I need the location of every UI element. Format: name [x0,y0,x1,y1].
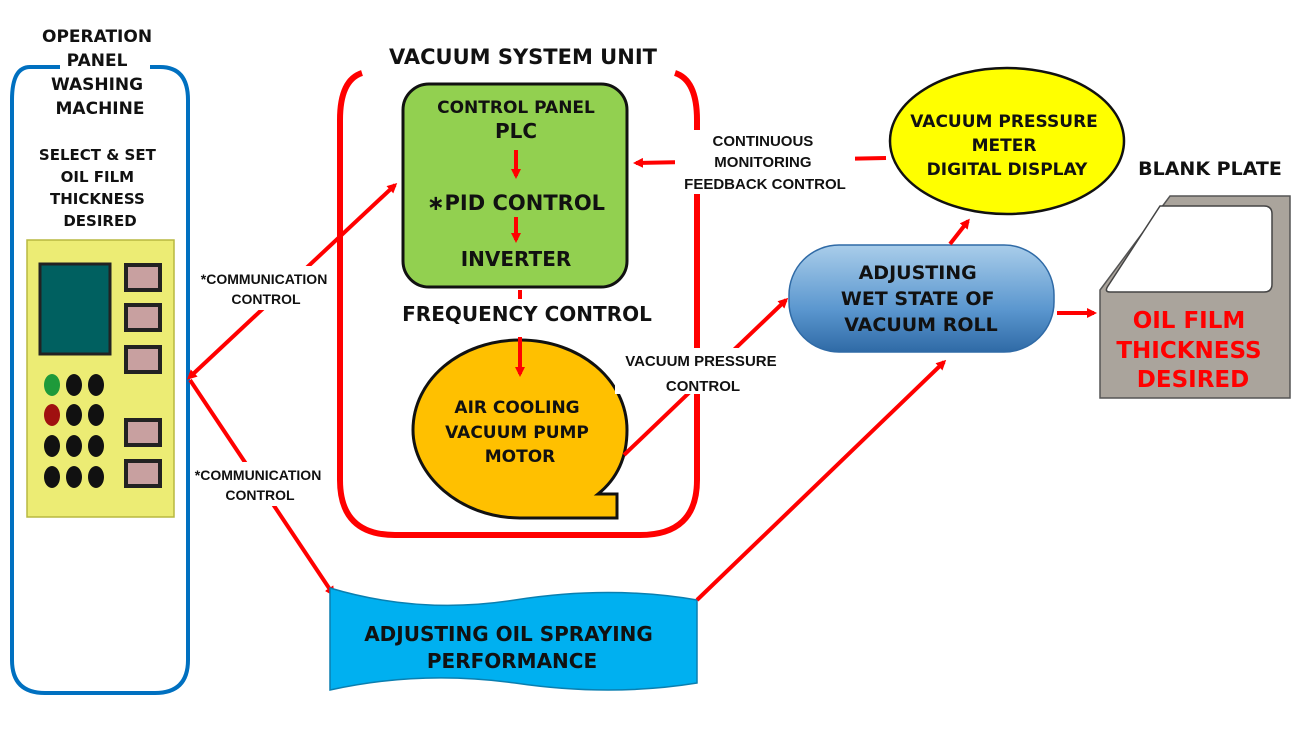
control-box-illustration [26,239,175,518]
svg-text:VACUUM PRESSURE CONTROL: VACUUM PRESSURE CONTROL [625,353,781,395]
comm-bottom-line2: CONTROL [225,487,295,503]
inverter-label: INVERTER [461,247,572,271]
panel-instruction-line1: SELECT & SET [39,146,157,164]
meter-line1: VACUUM PRESSURE [910,112,1097,132]
roll-to-meter-arrow [948,218,970,246]
vacuum-pump-shape [411,338,629,520]
roll-line1: ADJUSTING [859,262,977,284]
blank-plate-title: BLANK PLATE [1138,158,1282,180]
internal-arrows [511,150,525,377]
panel-instruction-line4: DESIRED [63,212,136,230]
spraying-line2: PERFORMANCE [427,649,597,673]
pressure-meter-ellipse [888,66,1126,216]
panel-buttons [44,374,104,488]
svg-text:OPERATION PANEL WA: OPERATION PANEL WASHING MACHINE [42,27,158,119]
vacuum-unit-title: VACUUM SYSTEM UNIT [389,45,658,69]
control-panel-title: CONTROL PANEL [437,98,595,118]
comm-top-line1: *COMMUNICATION [201,271,328,287]
spray-to-roll-arrow [695,359,947,602]
pressure-control-line1: VACUUM PRESSURE [625,353,776,370]
svg-text:*COMMUNICATION CONTROL: *COMMUNICATION CONTROL [201,271,331,307]
monitoring-line2: MONITORING [714,154,811,171]
comm-bottom-line1: *COMMUNICATION [195,467,322,483]
spraying-banner [329,586,698,691]
blank-plate-window [1105,205,1273,293]
vacuum-system-unit: VACUUM SYSTEM UNIT CONTROL PANEL PLC ∗PI… [337,45,700,538]
panel-title-line1: OPERATION [42,27,152,47]
pump-label-line2: VACUUM PUMP [445,423,589,443]
panel-switches [124,263,162,488]
panel-instruction-line2: OIL FILM [61,168,134,186]
operation-panel: OPERATION PANEL WASHING MACHINE SELECT &… [10,27,190,695]
panel-title-line4: MACHINE [56,99,145,119]
panel-screen [38,262,112,356]
svg-text:CONTINUOUS MONITORING: CONTINUOUS MONITORING FEEDBACK CONTROL [684,133,846,193]
panel-title-line3: WASHING [51,75,143,95]
panel-title-line2: PANEL [67,51,128,71]
plc-label: PLC [495,119,537,143]
operation-panel-border [10,65,190,695]
svg-text:VACUUM PRESSURE METER: VACUUM PRESSURE METER DIGITAL DISPLAY [910,112,1103,180]
pid-control-label: ∗PID CONTROL [427,191,605,215]
vacuum-roll-box [788,244,1055,353]
plate-result-line3: DESIRED [1137,367,1249,393]
roll-line3: VACUUM ROLL [844,314,997,336]
meter-line2: METER [972,136,1037,156]
svg-text:OIL FILM THICKNESS DES: OIL FILM THICKNESS DESIRED [1116,308,1269,393]
monitoring-line3: FEEDBACK CONTROL [684,176,846,193]
plate-result-line2: THICKNESS [1116,338,1261,364]
panel-instruction-line3: THICKNESS [50,190,145,208]
communication-arrows [186,182,398,597]
spraying-line1: ADJUSTING OIL SPRAYING [364,622,653,646]
svg-text:SELECT & SET OIL FILM: SELECT & SET OIL FILM THICKNESS DESIRED [39,146,161,230]
pressure-control-line2: CONTROL [666,378,740,395]
svg-text:*COMMUNICATION CONTROL: *COMMUNICATION CONTROL [195,467,325,503]
monitoring-line1: CONTINUOUS [712,133,813,150]
plate-result-line1: OIL FILM [1133,308,1246,334]
roll-line2: WET STATE OF [841,288,995,310]
svg-text:ADJUSTING WET STATE OF: ADJUSTING WET STATE OF VACUUM ROLL [841,262,1001,336]
frequency-control-label: FREQUENCY CONTROL [402,302,652,326]
control-panel-box [401,82,629,289]
meter-line3: DIGITAL DISPLAY [927,160,1088,180]
comm-top-line2: CONTROL [231,291,301,307]
vacuum-unit-border [337,70,700,538]
pump-label-line3: MOTOR [485,447,556,467]
pump-label-line1: AIR COOLING [454,398,579,418]
svg-text:ADJUSTING OIL SPRAYING PER: ADJUSTING OIL SPRAYING PERFORMANCE [364,622,660,673]
svg-text:AIR COOLING VACUUM PUMP: AIR COOLING VACUUM PUMP MOTOR [445,398,595,467]
